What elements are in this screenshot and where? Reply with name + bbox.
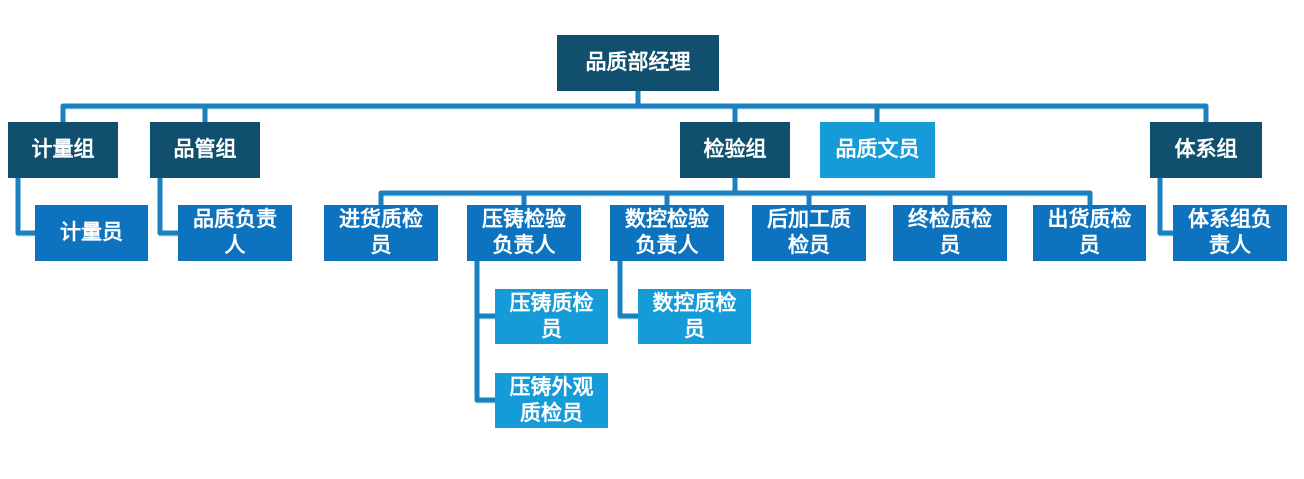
connector-elbow-quality-lead <box>157 178 178 236</box>
connector-elbow-metrology-staff <box>15 178 35 236</box>
org-node-manager: 品质部经理 <box>557 35 719 91</box>
org-node-diecast-inspection-lead: 压铸检验负责人 <box>467 205 581 261</box>
org-node-system-group-lead: 体系组负责人 <box>1173 205 1287 261</box>
org-node-diecast-inspector: 压铸质检员 <box>495 289 608 344</box>
org-node-outgoing-inspector: 出货质检员 <box>1033 205 1146 261</box>
connector-inspection-rail <box>378 190 1093 205</box>
org-node-metrology-group: 计量组 <box>8 122 118 178</box>
org-node-postprocess-inspector: 后加工质检员 <box>752 205 866 261</box>
org-node-incoming-inspector: 进货质检员 <box>324 205 438 261</box>
org-node-system-group: 体系组 <box>1150 122 1262 178</box>
connector-elbow-system-lead <box>1157 178 1173 236</box>
org-node-metrology-staff: 计量员 <box>35 205 148 261</box>
org-node-inspection-group: 检验组 <box>680 122 790 178</box>
org-node-final-inspector: 终检质检员 <box>893 205 1007 261</box>
connector-elbow-cnc-inspector <box>617 261 638 319</box>
org-node-qc-group: 品管组 <box>150 122 260 178</box>
org-node-quality-lead: 品质负责人 <box>178 205 292 261</box>
org-node-quality-clerk: 品质文员 <box>820 122 935 178</box>
connector-elbow-diecast-inspector <box>474 261 495 319</box>
org-node-diecast-appearance-inspector: 压铸外观质检员 <box>495 373 608 428</box>
org-node-cnc-inspection-lead: 数控检验负责人 <box>610 205 724 261</box>
connector-top-rail <box>60 103 1209 122</box>
connector-elbow-diecast-appearance <box>474 316 495 403</box>
org-node-cnc-inspector: 数控质检员 <box>638 289 751 344</box>
